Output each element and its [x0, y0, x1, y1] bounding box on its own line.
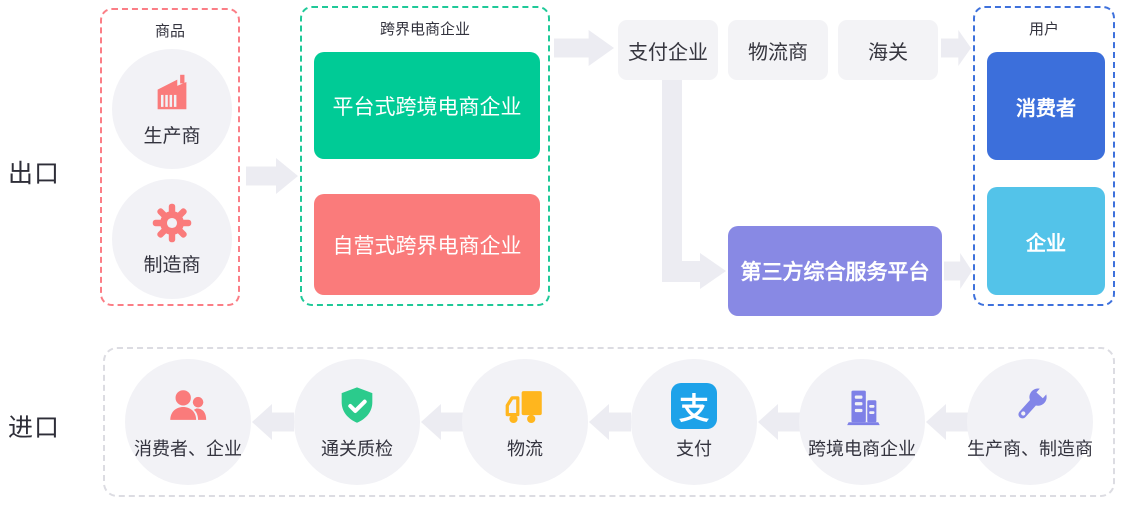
producer-label: 生产商 [143, 126, 201, 147]
platform-ecommerce-box: 平台式跨境电商企业 [314, 52, 540, 159]
consumer-box: 消费者 [987, 52, 1105, 160]
self-operated-ecommerce-box: 自营式跨界电商企业 [314, 194, 540, 295]
building-icon [847, 390, 880, 426]
arrow-right-icon [554, 30, 614, 66]
import-row-label: 进口 [8, 414, 61, 442]
manufacturer-label: 制造商 [143, 255, 201, 276]
cross-border-ecommerce-label: 跨境电商企业 [808, 439, 916, 459]
arrow-right-icon [944, 253, 972, 289]
third-party-platform-box: 第三方综合服务平台 [728, 226, 942, 316]
users-group-title: 用户 [1028, 21, 1059, 38]
platform-ecommerce-label: 平台式跨境电商企业 [332, 95, 522, 119]
truck-icon [505, 391, 542, 424]
alipay-glyph: 支 [679, 393, 709, 426]
import-consumers-label: 消费者、企业 [134, 439, 242, 459]
import-consumers-node: 消费者、企业 [125, 359, 251, 485]
alipay-icon: 支 [671, 383, 717, 429]
arrow-left-icon [252, 404, 294, 440]
ecommerce-group: 跨界电商企业 平台式跨境电商企业 自营式跨界电商企业 [300, 6, 550, 306]
customs-inspection-node: 通关质检 [294, 359, 420, 485]
import-flow-container [103, 347, 1115, 497]
arrow-left-icon [421, 404, 463, 440]
producer-manufacturer-label: 生产商、制造商 [967, 439, 1093, 459]
logistics-provider-box: 物流商 [728, 20, 828, 80]
customs-inspection-label: 通关质检 [321, 439, 393, 459]
logistics-provider-label: 物流商 [748, 41, 808, 64]
connector-vertical-bar [662, 80, 682, 282]
wrench-icon [1018, 383, 1051, 419]
arrow-left-icon [926, 404, 968, 440]
logistics-label: 物流 [507, 439, 543, 459]
payment-node: 支 支付 [631, 359, 757, 485]
cross-border-ecommerce-node: 跨境电商企业 [799, 359, 925, 485]
arrow-right-icon [246, 158, 298, 194]
producer-manufacturer-node: 生产商、制造商 [967, 359, 1093, 485]
consumer-label: 消费者 [1016, 97, 1076, 120]
producer-node: 生产商 [112, 49, 232, 169]
customs-box: 海关 [838, 20, 938, 80]
logistics-node: 物流 [462, 359, 588, 485]
export-row-label: 出口 [8, 160, 61, 188]
customs-label: 海关 [868, 41, 908, 64]
users-group: 用户 消费者 企业 [973, 6, 1115, 306]
users-icon [170, 390, 207, 420]
ecommerce-group-title: 跨界电商企业 [379, 21, 470, 38]
arrow-left-icon [589, 404, 631, 440]
connector-arrowhead-icon [700, 253, 726, 289]
enterprise-box: 企业 [987, 187, 1105, 295]
factory-icon [157, 74, 187, 110]
manufacturer-node: 制造商 [112, 179, 232, 299]
self-operated-ecommerce-label: 自营式跨界电商企业 [332, 234, 522, 258]
goods-group: 商品 生产商 制造 [100, 8, 240, 306]
connector-horizontal-bar [662, 261, 700, 282]
payment-enterprise-box: 支付企业 [618, 20, 718, 80]
goods-group-title: 商品 [154, 23, 185, 40]
payment-enterprise-label: 支付企业 [628, 41, 708, 64]
arrow-left-icon [758, 404, 800, 440]
arrow-right-icon [941, 30, 971, 66]
payment-label: 支付 [676, 439, 712, 459]
shield-check-icon [341, 387, 373, 423]
enterprise-label: 企业 [1026, 232, 1066, 255]
gear-icon [152, 203, 192, 243]
third-party-platform-label: 第三方综合服务平台 [740, 261, 930, 284]
